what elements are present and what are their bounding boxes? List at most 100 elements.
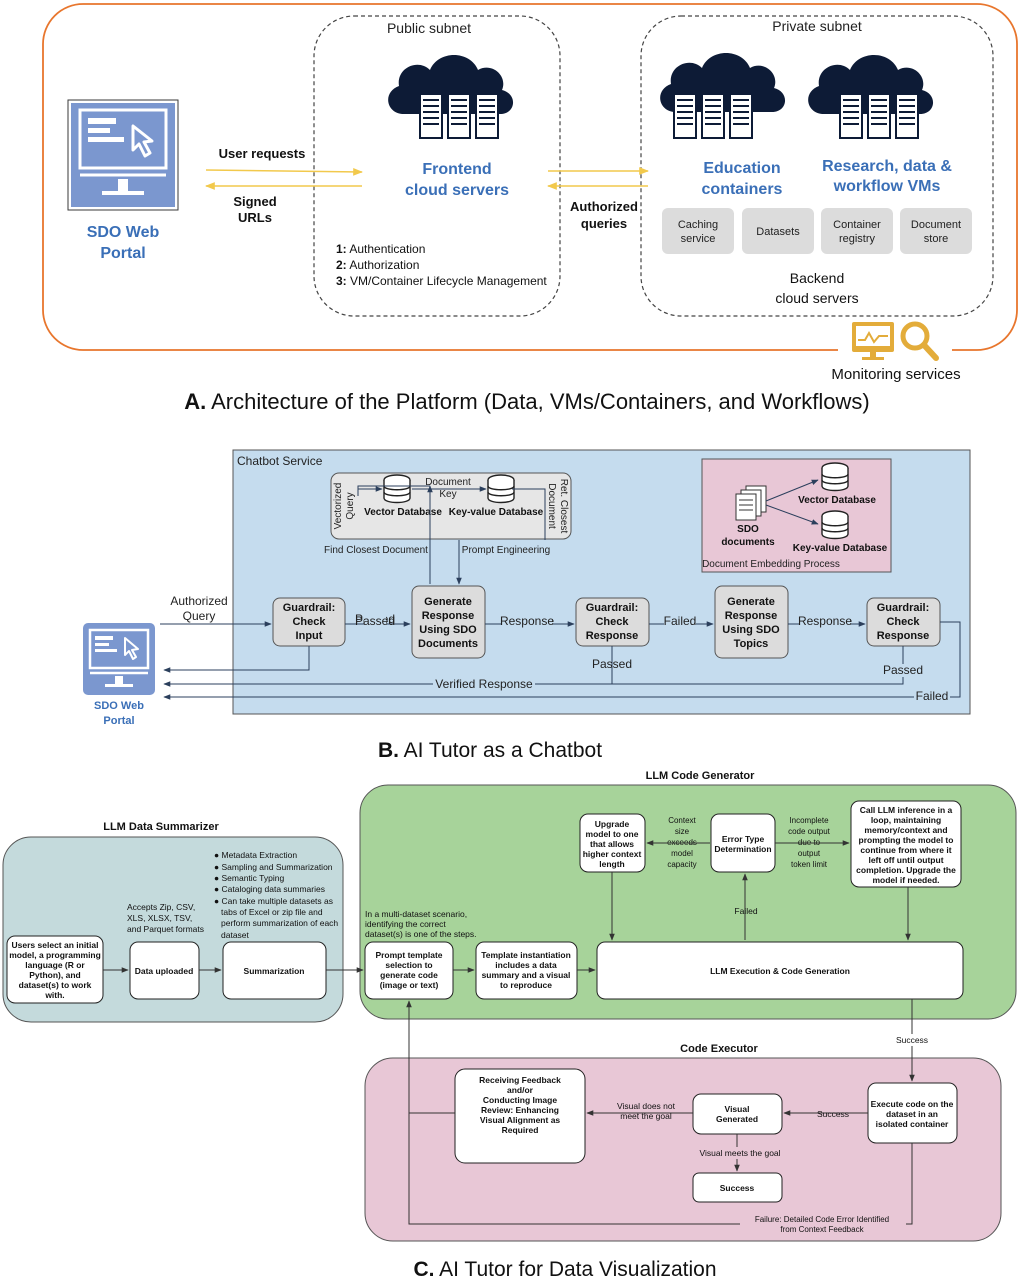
label-bg — [740, 1214, 906, 1236]
executor-title: Code Executor — [680, 1043, 758, 1055]
signed-urls-line1: Signed — [233, 194, 276, 209]
embedding-box — [701, 458, 892, 573]
verified-response-label: Verified Response — [435, 677, 533, 691]
education-label-line1: Education — [703, 160, 780, 177]
caption-c: C. AI Tutor for Data Visualization — [413, 1258, 716, 1280]
portal-monitor-icon — [83, 623, 155, 695]
connector-passed-3 — [612, 646, 904, 685]
bullet-item: ● Semantic Typing — [214, 873, 284, 883]
summarization-label: Summarization — [244, 966, 305, 976]
caption-a: A. Architecture of the Platform (Data, V… — [184, 389, 870, 414]
sdo-documents-line2: documents — [721, 537, 775, 548]
passed-label-2: Passed — [592, 657, 632, 671]
connector-ret-closest — [512, 488, 546, 540]
failed-label-c: Failed — [734, 906, 757, 916]
embed-kv-database-icon — [821, 510, 849, 540]
service-label: registry — [839, 233, 876, 245]
service-label: store — [924, 233, 948, 245]
service-label: Datasets — [756, 226, 800, 238]
bullet-item: dataset — [221, 930, 250, 940]
visual-meets-label: Visual meets the goal — [699, 1148, 780, 1158]
panel-c: LLM Data Summarizer LLM Code Generator C… — [2, 770, 1017, 1280]
arrow-to-vector-db — [765, 479, 819, 502]
success-node — [692, 1172, 783, 1203]
ret-closest-label: Ret. ClosestDocument — [546, 479, 569, 534]
platform-boundary — [42, 3, 1018, 351]
frontend-label-line2: cloud servers — [405, 182, 509, 199]
panel-a: Public subnet Private subnet SDO Web Por… — [42, 3, 1018, 414]
label-bg — [364, 616, 386, 628]
find-closest-label: Find Closest Document — [324, 545, 428, 556]
backend-label-line2: cloud servers — [775, 290, 858, 306]
research-label-line1: Research, data & — [822, 158, 952, 175]
user-requests-label: User requests — [219, 146, 306, 161]
authorized-queries-line2: queries — [581, 216, 627, 231]
label-bg — [880, 664, 924, 677]
portal-label-b-line2: Portal — [103, 715, 134, 727]
vectorized-query-label: VectorizedQuery — [333, 483, 356, 530]
llm-execution-label: LLM Execution & Code Generation — [710, 966, 850, 976]
label-bg — [502, 616, 552, 628]
arrow-failed-2 — [163, 621, 961, 700]
bullet-item: ● Cataloging data summaries — [214, 884, 325, 894]
arrow-user-requests — [205, 167, 363, 176]
passed-label-1-front: Passed — [355, 614, 395, 628]
bullet-item: ● Metadata Extraction — [214, 850, 297, 860]
magnifier-icon — [900, 321, 939, 361]
panel-b: Chatbot Service VectorizedQuery Vector D… — [83, 449, 971, 762]
generator-title: LLM Code Generator — [646, 770, 756, 782]
authorized-query-line2: Query — [183, 609, 216, 623]
public-subnet-label: Public subnet — [387, 20, 471, 36]
accepts-formats-label: Accepts Zip, CSV,XLS, XLSX, TSV,and Parq… — [127, 902, 204, 934]
step-2: 2: Authorization — [336, 258, 419, 272]
bullet-item: ● Can take multiple datasets as — [214, 896, 333, 906]
label-bg — [914, 690, 950, 703]
service-box — [821, 208, 893, 254]
service-box — [742, 208, 814, 254]
service-box — [900, 208, 972, 254]
success-label-2: Success — [817, 1109, 849, 1119]
step-1: 1: Authentication — [336, 242, 425, 256]
chatbot-service-title: Chatbot Service — [237, 454, 323, 468]
call-llm-node — [850, 800, 962, 888]
success-node-label: Success — [720, 1183, 755, 1193]
arrow-failure-loop — [406, 1000, 913, 1225]
service-boxes: Caching service Datasets Container regis… — [662, 208, 972, 254]
embed-kv-database-label: Key-value Database — [793, 543, 888, 554]
generate-topics-node — [714, 585, 789, 659]
monitoring-label: Monitoring services — [831, 366, 960, 383]
embed-vector-database-icon — [821, 462, 849, 492]
failed-label-2: Failed — [916, 689, 949, 703]
arrow-to-kv-db — [765, 504, 819, 525]
summarizer-bullets: ● Metadata Extraction ● Sampling and Sum… — [214, 850, 338, 940]
label-bg — [892, 1034, 932, 1046]
service-box — [662, 208, 734, 254]
documents-icon — [735, 485, 767, 521]
portal-label-b-line1: SDO Web — [94, 700, 144, 712]
failed-label-1-front: Failed — [664, 614, 697, 628]
service-label: service — [681, 233, 716, 245]
arrow-input-rejected — [163, 646, 310, 673]
authorized-queries-line1: Authorized — [570, 199, 638, 214]
private-subnet-label: Private subnet — [772, 18, 862, 34]
vector-database-label: Vector Database — [364, 507, 442, 518]
data-uploaded-label: Data uploaded — [135, 966, 194, 976]
feedback-node — [454, 1068, 586, 1164]
monitoring-dashboard-icon — [852, 322, 894, 360]
response-label-2-front: Response — [798, 614, 852, 628]
key-value-database-icon — [487, 474, 515, 504]
caption-b: B. AI Tutor as a Chatbot — [378, 739, 602, 762]
